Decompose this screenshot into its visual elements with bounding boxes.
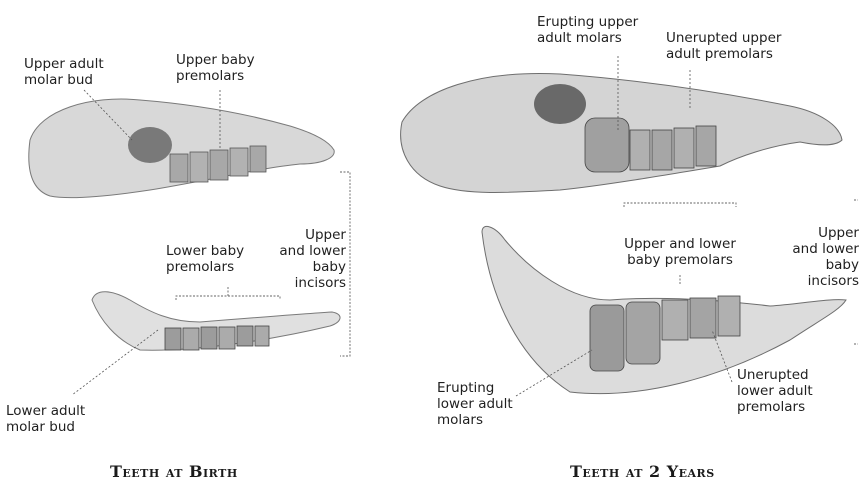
upper-skull-birth [29,99,334,198]
label-lower-adult-molar-bud: Lower adult molar bud [6,403,85,435]
label-upper-baby-premolars: Upper baby premolars [176,52,255,84]
caption-teeth-at-birth: Teeth at Birth [110,462,238,481]
label-lower-baby-premolars: Lower baby premolars [166,243,244,275]
label-upper-adult-molar-bud: Upper adult molar bud [24,56,104,88]
label-unerupted-upper-adult-premolars: Unerupted upper adult premolars [666,30,781,62]
label-erupting-upper-adult-molars: Erupting upper adult molars [537,14,638,46]
label-upper-lower-baby-incisors-birth: Upper and lower baby incisors [258,227,346,291]
label-erupting-lower-adult-molars: Erupting lower adult molars [437,380,513,428]
label-upper-lower-baby-incisors-2yrs: Upper and lower baby incisors [770,225,859,289]
lower-baby-premolars-teeth [165,326,269,350]
orbit-2yrs [534,84,586,124]
label-upper-lower-baby-premolars: Upper and lower baby premolars [620,236,740,268]
orbit-birth [128,127,172,163]
caption-teeth-at-2-years: Teeth at 2 Years [570,462,715,481]
label-unerupted-lower-adult-premolars: Unerupted lower adult premolars [737,367,813,415]
